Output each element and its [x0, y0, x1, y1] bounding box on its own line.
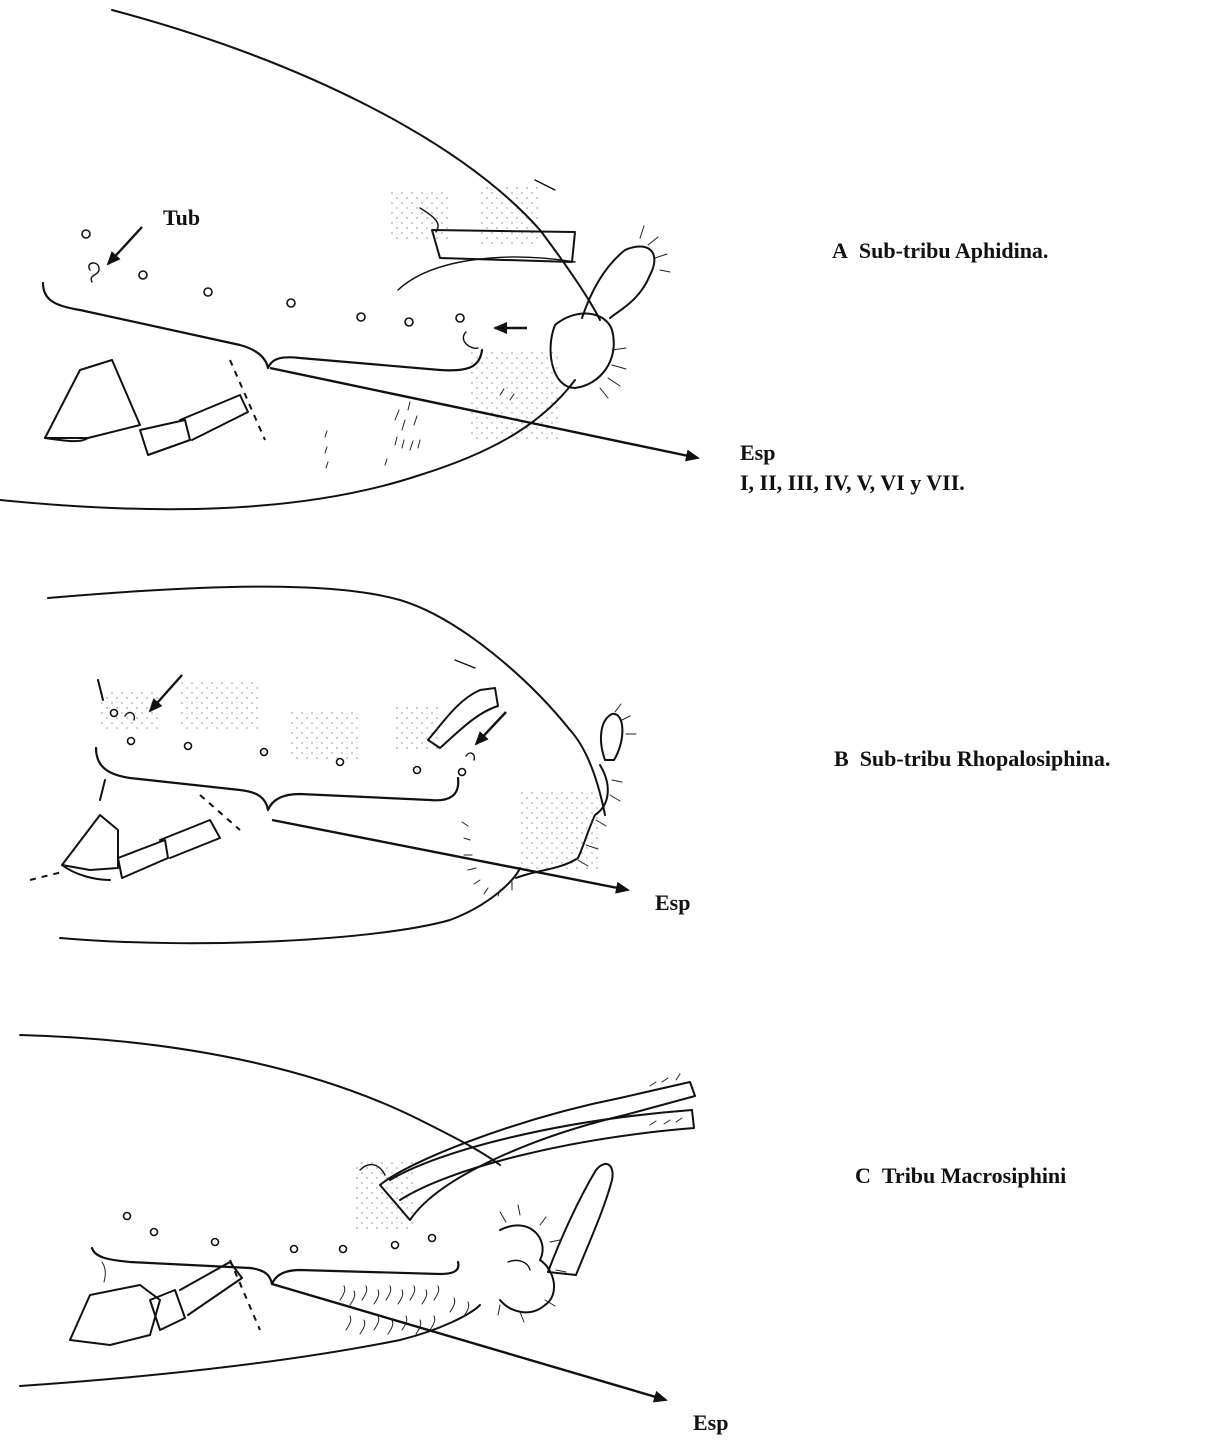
panel-b-drawing: [30, 587, 636, 944]
panel-a-title-text: Sub-tribu Aphidina.: [859, 238, 1049, 263]
panel-c-title: C Tribu Macrosiphini: [855, 1163, 1066, 1189]
panel-a-spiracles: [82, 230, 464, 326]
panel-b-cauda: [516, 704, 636, 878]
panel-c-dorsal-outline: [20, 1035, 500, 1165]
panel-a-siphunculus: [390, 185, 575, 290]
panel-a-brace: [43, 283, 482, 370]
panel-b-tub-arrow-2: [476, 712, 506, 744]
panel-b-tubercle-2: [466, 753, 474, 760]
panel-b-title: B Sub-tribu Rhopalosiphina.: [834, 746, 1110, 772]
panel-a-esp-detail: I, II, III, IV, V, VI y VII.: [740, 470, 965, 496]
panel-c-drawing: [20, 1035, 695, 1400]
panel-b-title-text: Sub-tribu Rhopalosiphina.: [860, 746, 1111, 771]
panel-c-cauda: [498, 1164, 613, 1322]
panel-c-title-text: Tribu Macrosiphini: [882, 1163, 1066, 1188]
panel-c-letter: C: [855, 1163, 871, 1188]
panel-a-tub-arrow-1: [108, 227, 142, 264]
panel-b-ventral-outline: [60, 868, 520, 943]
panel-a-legs: [45, 360, 265, 455]
panel-c-siphunculus: [355, 1074, 695, 1230]
panel-a-tub-label: Tub: [163, 205, 200, 231]
panel-c-esp-arrow: [272, 1284, 666, 1400]
panel-c-brace: [92, 1248, 458, 1284]
panel-c-legs: [70, 1260, 260, 1345]
panel-c-ventral-outline: [20, 1305, 480, 1386]
panel-a-cauda: [551, 226, 670, 398]
panel-b-esp-label: Esp: [655, 890, 690, 916]
panel-b-siphunculus: [395, 688, 498, 750]
panel-a-title: A Sub-tribu Aphidina.: [832, 238, 1048, 264]
panel-b-letter: B: [834, 746, 849, 771]
panel-a-esp-label: Esp: [740, 440, 775, 466]
panel-a-tubercle-2: [463, 332, 478, 348]
panel-a-dorsal-outline: [112, 10, 600, 320]
panel-c-esp-label: Esp: [693, 1410, 728, 1436]
panel-a-letter: A: [832, 238, 848, 263]
panel-a-tubercle-1: [89, 263, 99, 282]
panel-a-drawing: [0, 10, 698, 509]
panel-b-brace: [96, 748, 458, 810]
